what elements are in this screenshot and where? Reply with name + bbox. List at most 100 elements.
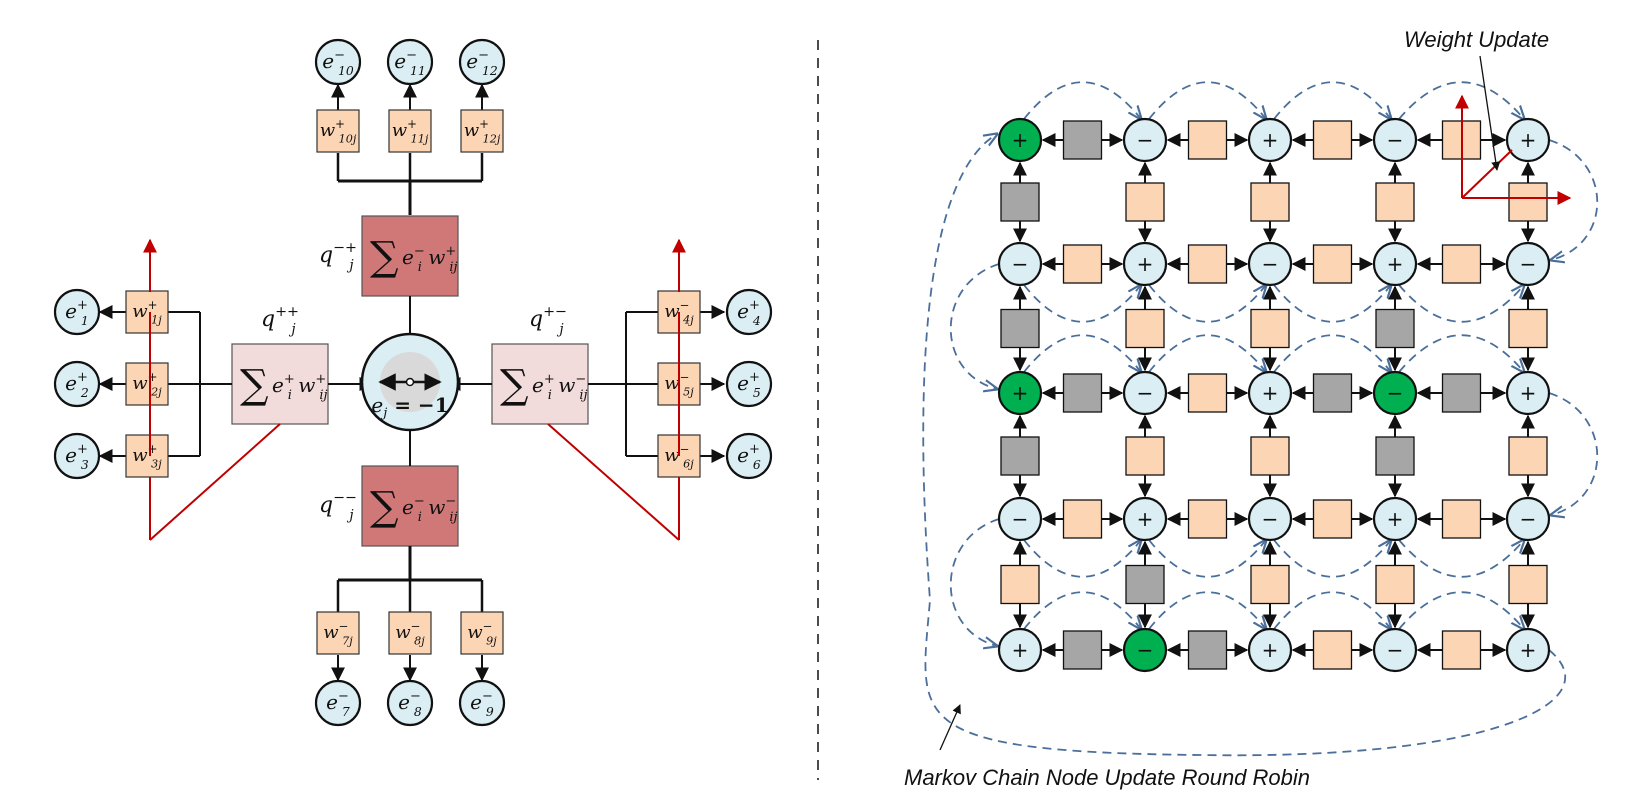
- grid-node-2-1: [1122, 370, 1168, 416]
- round-robin-arc-2-3: [1398, 334, 1524, 372]
- node-top-0-label: e−10: [322, 48, 354, 78]
- h-weight-3-2: [1312, 499, 1353, 539]
- v-weight-3-2: [1250, 564, 1290, 605]
- grid-node-sign-4-3: −: [1387, 638, 1404, 662]
- sum-top: [361, 215, 459, 297]
- grid-node-4-2: [1247, 627, 1293, 673]
- weight-left-1: [125, 362, 169, 406]
- weight-right-2-label: w−6j: [664, 442, 694, 470]
- sum-bottom: [361, 465, 459, 547]
- round-robin-arc-2-2: [1273, 334, 1391, 372]
- v-weight-0-4: [1508, 182, 1548, 222]
- weight-bottom-2: [460, 611, 504, 655]
- v-weight-2-4: [1508, 436, 1548, 476]
- grid-node-sign-1-3: +: [1387, 252, 1404, 276]
- grid-node-4-4: [1505, 627, 1551, 673]
- round-robin-arc-3-3: [1398, 540, 1524, 578]
- node-left-1-label: e+2: [65, 370, 89, 400]
- grid-node-4-1: [1122, 627, 1168, 673]
- weight-right-0-label: w−4j: [664, 298, 694, 326]
- grid-node-0-3: [1372, 117, 1418, 163]
- node-bottom-2-label: e−9: [470, 689, 494, 719]
- v-weight-3-4: [1508, 564, 1548, 605]
- grid-node-sign-3-3: +: [1387, 507, 1404, 531]
- grid-node-0-0: [997, 117, 1043, 163]
- center-dot: [405, 377, 415, 387]
- node-right-0: [725, 288, 773, 336]
- grid-node-3-3: [1372, 496, 1418, 542]
- node-right-1-label: e+5: [737, 370, 761, 400]
- sum-top-sigma: ∑: [370, 234, 399, 280]
- node-left-0: [53, 288, 101, 336]
- v-weight-1-2: [1250, 308, 1290, 349]
- node-right-2-label: e+6: [737, 442, 761, 472]
- grid-node-0-4: [1505, 117, 1551, 163]
- q-left-label: q++j: [261, 304, 299, 338]
- v-weight-2-1: [1125, 436, 1165, 476]
- grid-node-sign-2-1: −: [1137, 381, 1154, 405]
- node-top-2: [458, 38, 506, 86]
- h-weight-1-0: [1062, 244, 1103, 284]
- markov-grid-panel: +−+−+−+−+−+−+−+−+−+−+−+−+: [922, 55, 1598, 757]
- grid-node-3-1: [1122, 496, 1168, 542]
- round-robin-arc-2-1: [1148, 334, 1266, 372]
- v-weight-3-3: [1375, 564, 1415, 605]
- h-weight-4-2: [1312, 630, 1353, 670]
- weight-bottom-1: [388, 611, 432, 655]
- weight-top-0-label: w+10j: [320, 117, 357, 145]
- round-robin-arc-0-0: [1023, 81, 1141, 119]
- v-weight-2-2: [1250, 436, 1290, 476]
- node-left-2: [53, 432, 101, 480]
- grid-node-sign-3-2: −: [1262, 507, 1279, 531]
- grid-node-2-4: [1505, 370, 1551, 416]
- round-robin-arc-2-0: [1023, 334, 1141, 372]
- grid-node-sign-1-1: +: [1137, 252, 1154, 276]
- grid-node-4-0: [997, 627, 1043, 673]
- round-robin-arc-0-2: [1273, 81, 1391, 119]
- round-robin-caption: Markov Chain Node Update Round Robin: [904, 765, 1310, 790]
- weight-top-0: [316, 109, 360, 153]
- h-weight-0-2: [1312, 120, 1353, 160]
- h-weight-0-1: [1187, 120, 1228, 160]
- grid-node-sign-4-0: +: [1012, 638, 1029, 662]
- round-robin-arc-1-2: [1273, 285, 1391, 323]
- grid-node-2-0: [997, 370, 1043, 416]
- sum-top-expr: e−i w+ij: [402, 244, 458, 275]
- h-weight-2-2: [1312, 373, 1353, 413]
- grid-node-1-2: [1247, 241, 1293, 287]
- grid-node-1-0: [997, 241, 1043, 287]
- v-weight-0-3: [1375, 182, 1415, 222]
- grid-node-3-2: [1247, 496, 1293, 542]
- center-label: ej = −1: [371, 393, 448, 421]
- weight-bottom-1-label: w−8j: [395, 619, 425, 647]
- sum-bottom-expr: e−i w−ij: [402, 494, 458, 525]
- sum-left-expr: e+i w+ij: [272, 372, 328, 403]
- h-weight-3-0: [1062, 499, 1103, 539]
- side-arc-right-2: [1549, 392, 1598, 515]
- side-arc-left-3: [950, 518, 999, 646]
- grid-node-1-4: [1505, 241, 1551, 287]
- node-right-1: [725, 360, 773, 408]
- h-weight-4-3: [1441, 630, 1482, 670]
- h-weight-4-0: [1062, 630, 1103, 670]
- round-robin-arc-4-3: [1398, 591, 1524, 629]
- weight-update-label: Weight Update: [1404, 27, 1549, 52]
- node-bottom-0: [314, 679, 362, 727]
- v-weight-1-0: [1000, 308, 1040, 349]
- weight-top-2-label: w+12j: [464, 117, 501, 145]
- node-top-0: [314, 38, 362, 86]
- grid-node-sign-4-1: −: [1137, 638, 1154, 662]
- grid-node-sign-2-3: −: [1387, 381, 1404, 405]
- node-top-2-label: e−12: [466, 48, 498, 78]
- weight-left-2-label: w+3j: [132, 442, 162, 470]
- grid-node-sign-0-0: +: [1012, 128, 1029, 152]
- h-weight-1-2: [1312, 244, 1353, 284]
- sum-right-expr: e+i w−ij: [532, 372, 588, 403]
- node-right-0-label: e+4: [737, 298, 761, 328]
- round-robin-arc-3-2: [1273, 540, 1391, 578]
- grid-node-1-1: [1122, 241, 1168, 287]
- round-robin-arc-3-0: [1023, 540, 1141, 578]
- round-robin-arc-4-1: [1148, 591, 1266, 629]
